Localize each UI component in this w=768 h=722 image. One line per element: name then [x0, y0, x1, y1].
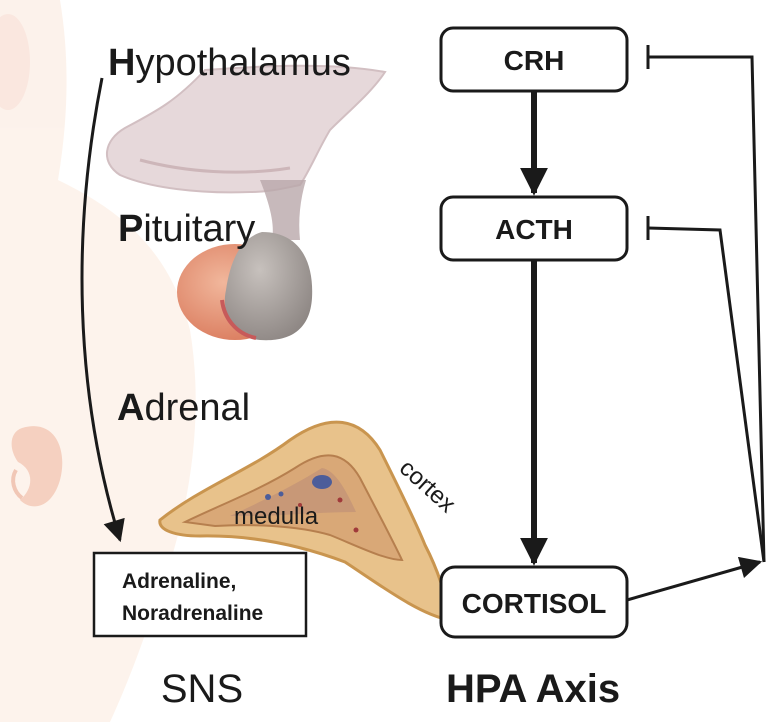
noradrenaline-text: Noradrenaline [122, 602, 263, 625]
feedback-to-crh-line [648, 55, 766, 563]
adrenal-label: Adrenal [117, 387, 250, 429]
sns-output-box: Adrenaline, Noradrenaline [92, 551, 308, 638]
crh-box: CRH [439, 26, 629, 93]
adrenaline-text: Adrenaline, [122, 570, 236, 593]
hpa-axis-footer-label: HPA Axis [446, 667, 620, 711]
pituitary-label: Pituitary [118, 208, 255, 250]
cortisol-label: CORTISOL [462, 588, 607, 619]
medulla-label: medulla [234, 503, 319, 530]
hypothalamus-illustration [105, 64, 387, 240]
feedback-to-acth-line [647, 226, 766, 563]
acth-box: ACTH [439, 195, 629, 262]
pituitary-illustration [177, 232, 313, 341]
sns-pathway-arrow [80, 77, 125, 543]
sns-footer-label: SNS [161, 667, 243, 711]
crh-label: CRH [504, 45, 565, 76]
adrenal-gland-illustration [158, 420, 452, 622]
hypothalamus-label: Hypothalamus [108, 42, 351, 84]
negative-feedback-loop [626, 45, 766, 602]
cortisol-box: CORTISOL [439, 565, 629, 639]
acth-label: ACTH [495, 214, 573, 245]
kidney-icon [11, 426, 63, 507]
cortisol-feedback-arrow [626, 556, 763, 602]
body-silhouette [0, 0, 196, 722]
